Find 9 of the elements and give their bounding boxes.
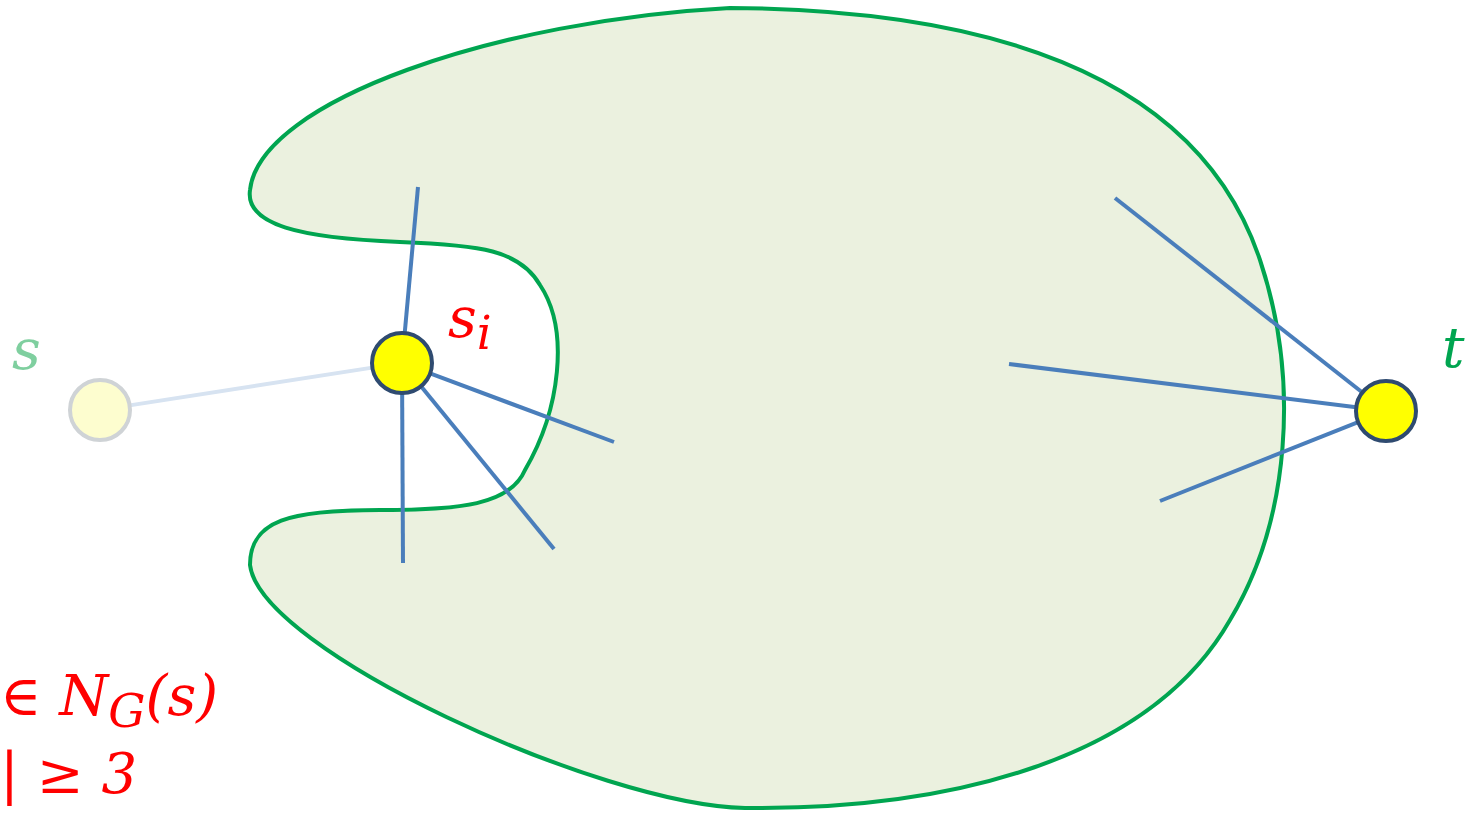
vertex-label: s xyxy=(12,322,41,378)
graph-edge xyxy=(419,384,556,551)
graph-edge xyxy=(1159,420,1359,503)
graph-edge xyxy=(1113,196,1364,395)
graph-edge xyxy=(402,186,420,334)
vertex-label: t xyxy=(1442,320,1465,376)
vertex-label: s$_{i}$ xyxy=(448,290,492,357)
graph-edge xyxy=(400,393,405,563)
formula-text: ∈ N$_{G}$(s) xyxy=(0,668,218,735)
